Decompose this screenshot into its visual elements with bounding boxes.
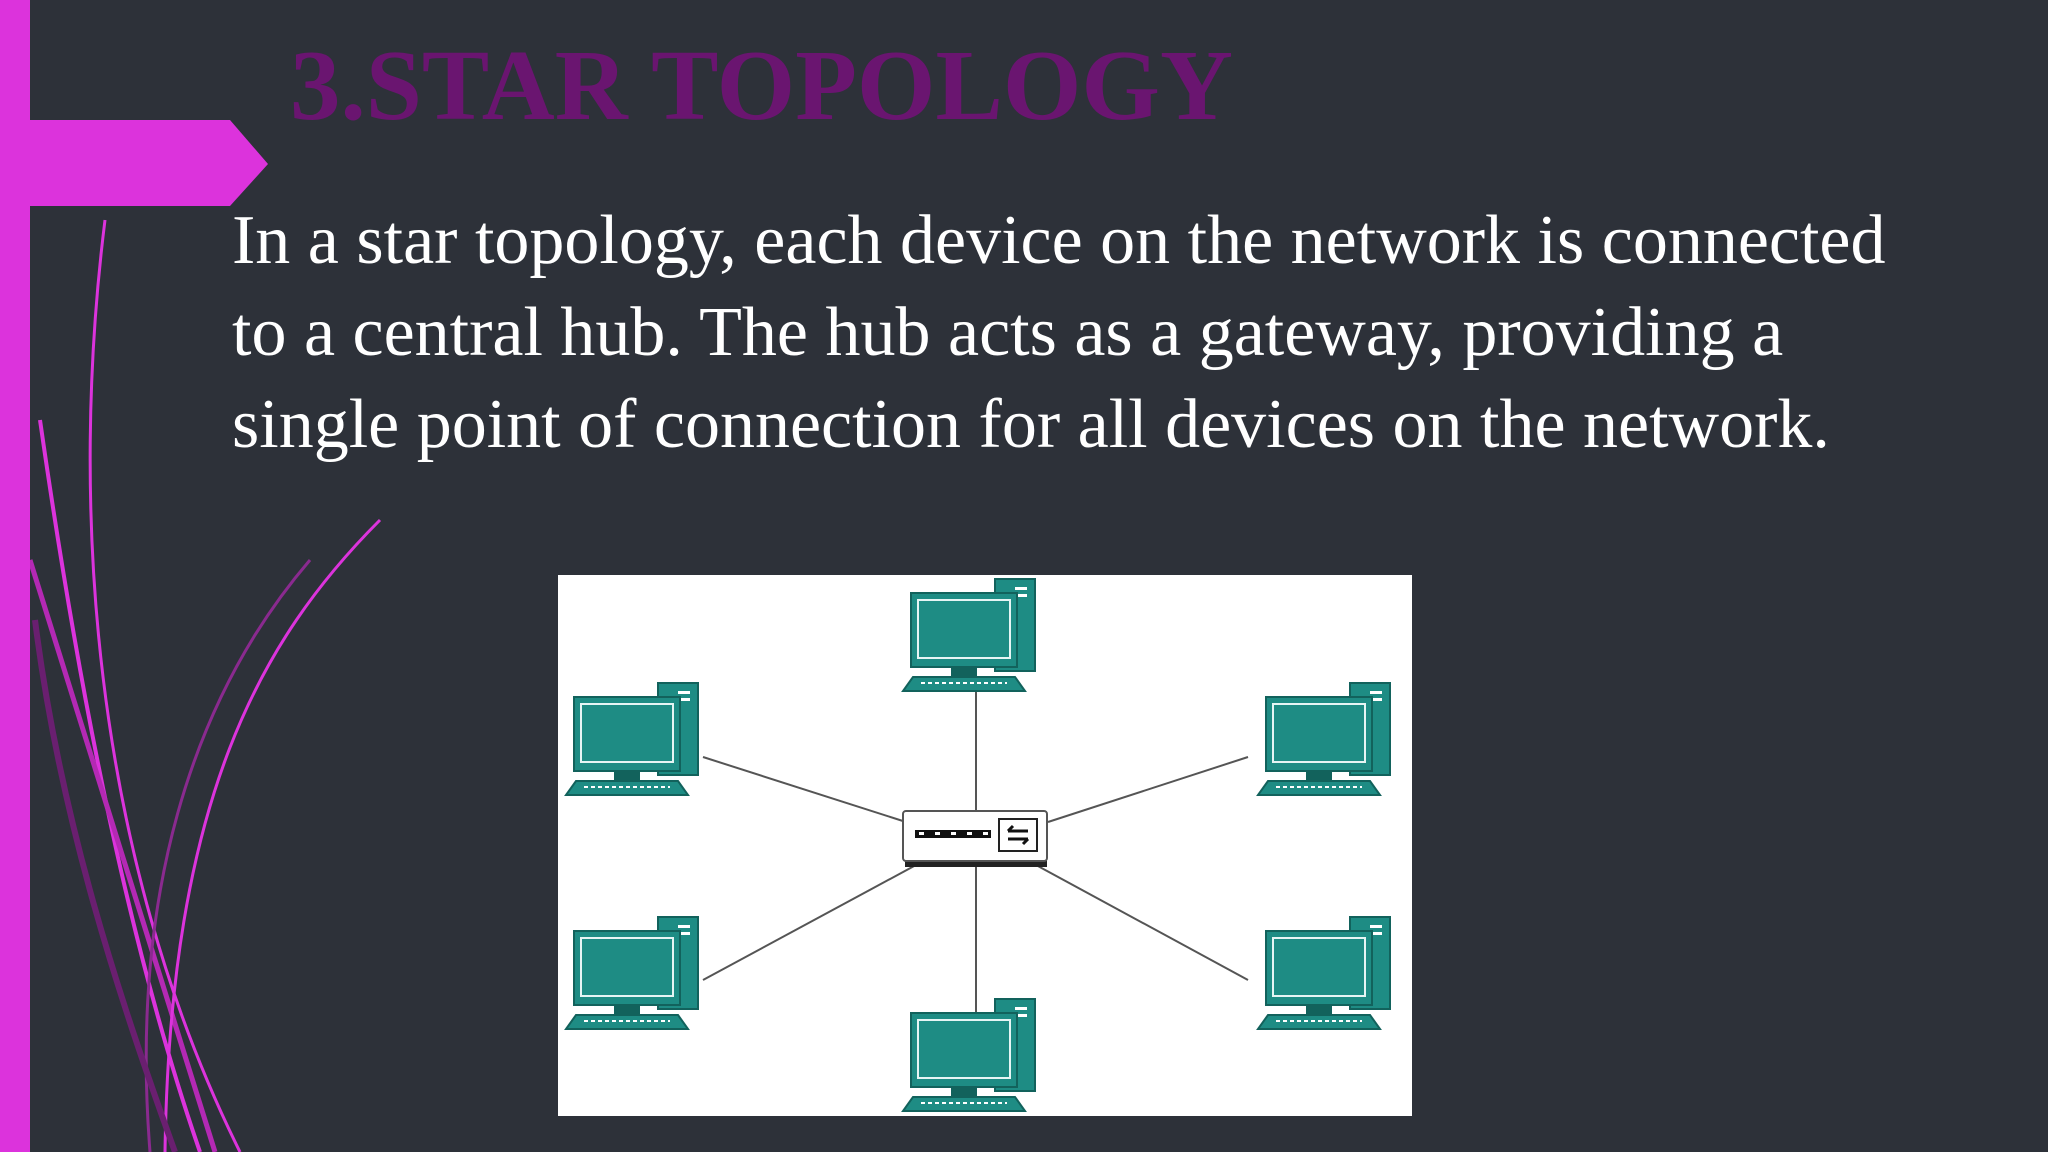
decorative-curves xyxy=(27,219,382,1152)
computer-top-right xyxy=(1257,682,1391,796)
computer-bottom xyxy=(902,998,1036,1112)
computer-top-left xyxy=(565,682,699,796)
computer-bottom-right xyxy=(1257,916,1391,1030)
slide-title: 3.STAR TOPOLOGY xyxy=(290,29,1233,141)
accent-arrow xyxy=(0,120,268,206)
slide-body-text: In a star topology, each device on the n… xyxy=(232,202,1886,463)
switch-hub-icon xyxy=(902,810,1048,867)
star-topology-diagram xyxy=(558,575,1412,1116)
computer-bottom-left xyxy=(565,916,699,1030)
network-links xyxy=(702,685,1249,1015)
computer-top xyxy=(902,578,1036,692)
